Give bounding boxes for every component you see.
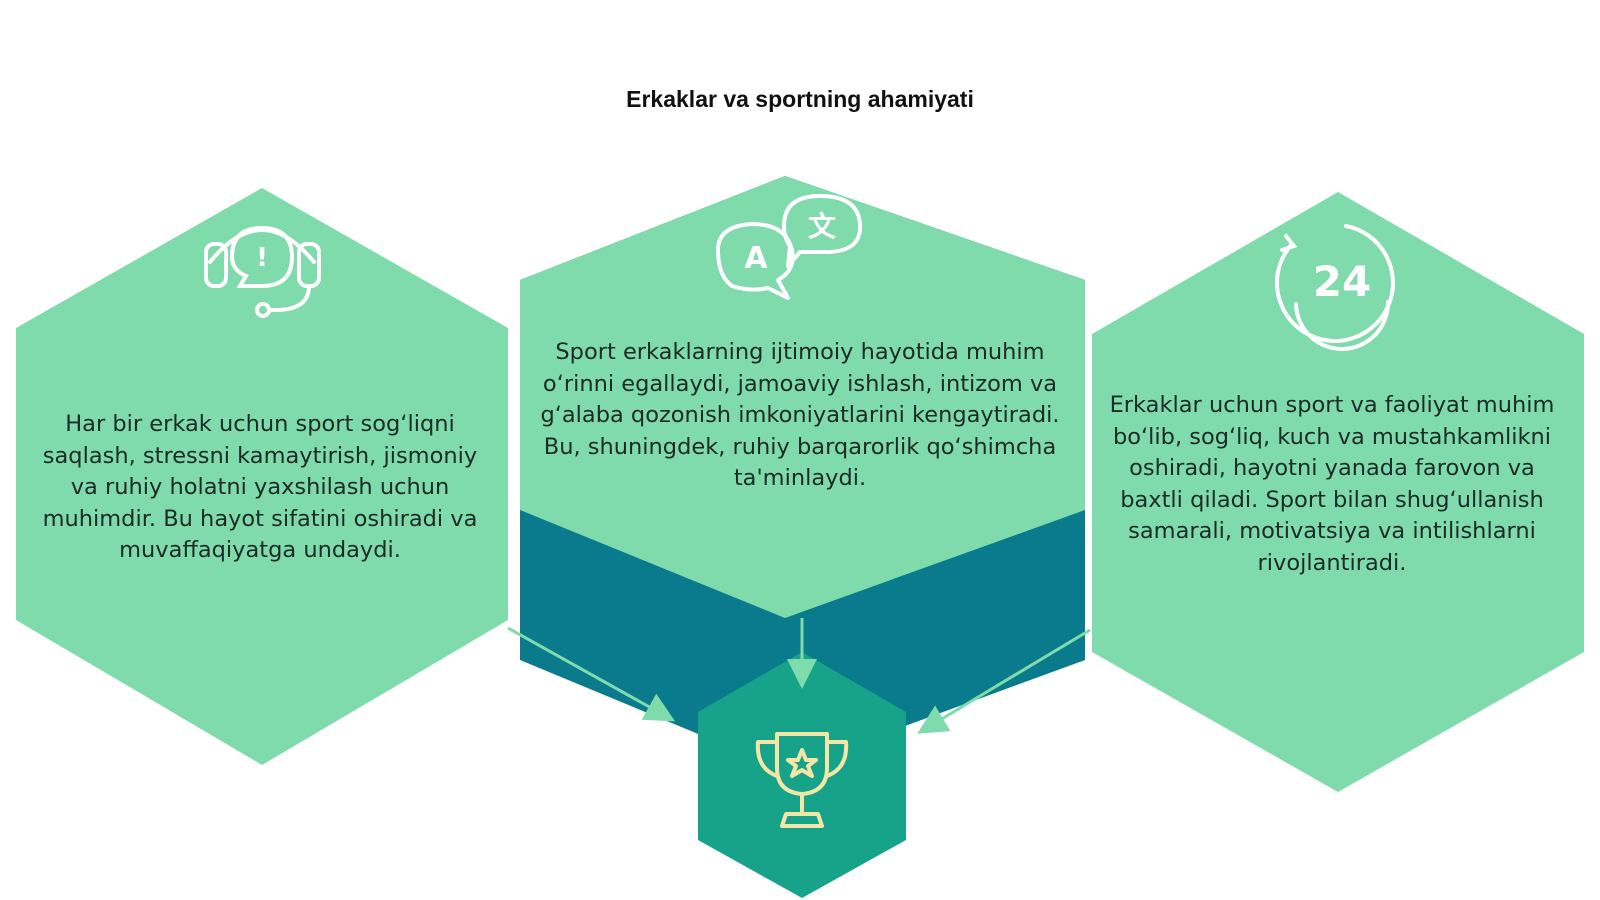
- card-text-left: Har bir erkak uchun sport sog‘liqni saql…: [42, 411, 478, 563]
- hexagon-right: [1092, 192, 1584, 792]
- arrow-right-to-goal: [917, 628, 1091, 734]
- translate-glyph-a: A: [744, 241, 768, 276]
- clock-24-icon: 24: [1274, 224, 1395, 351]
- card-text-center: Sport erkaklarning ijtimoiy hayotida muh…: [540, 339, 1060, 491]
- headset-chat-icon: !: [204, 225, 321, 318]
- trophy-icon: [755, 732, 849, 828]
- translate-chat-icon: A 文: [716, 194, 863, 300]
- clock-glyph: 24: [1313, 257, 1371, 306]
- translate-glyph-b: 文: [808, 210, 836, 243]
- page-title: Erkaklar va sportning ahamiyati: [626, 86, 974, 112]
- headset-bubble-glyph: !: [256, 243, 268, 273]
- hexagon-center: [520, 176, 1085, 770]
- arrow-left-to-goal: [507, 626, 676, 722]
- hexagon-left: [16, 188, 508, 765]
- hexagon-goal: [698, 652, 906, 898]
- hexagon-center-light: [520, 176, 1085, 618]
- card-text-right: Erkaklar uchun sport va faoliyat muhim b…: [1109, 392, 1555, 576]
